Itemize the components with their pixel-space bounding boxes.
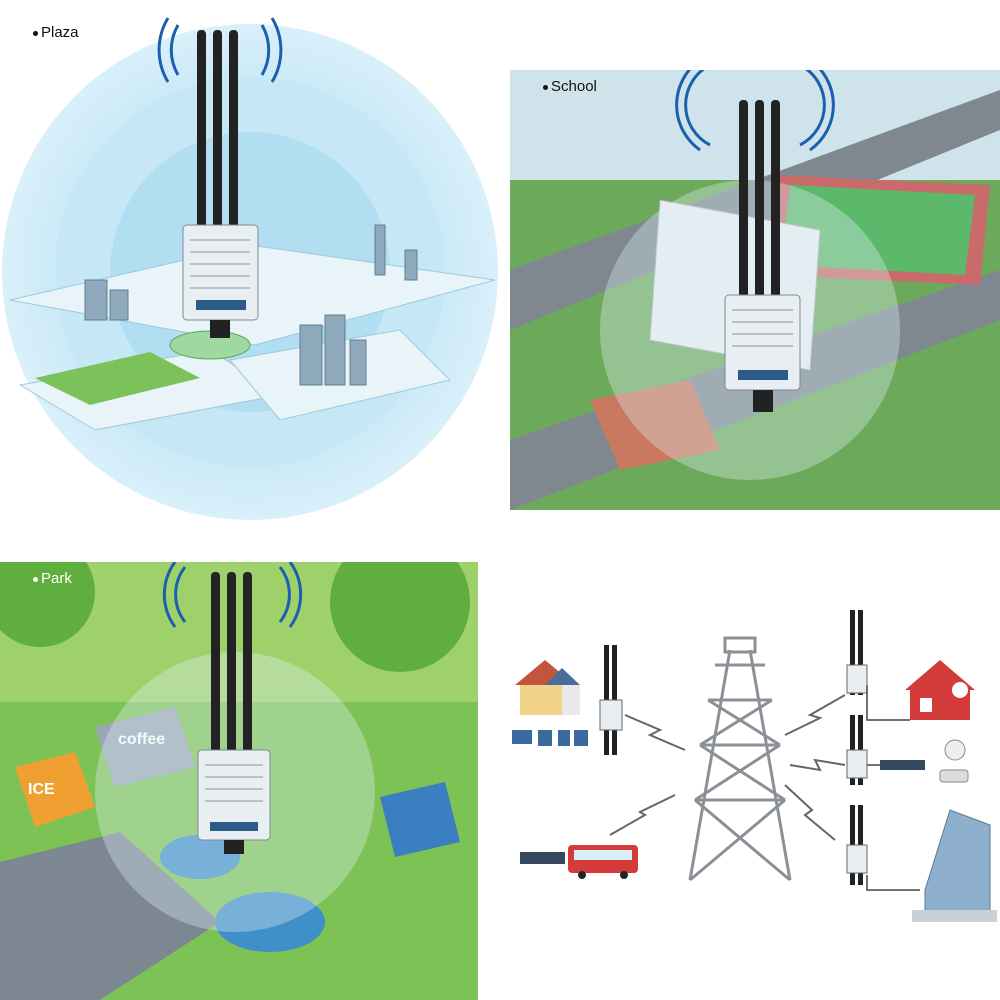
wifi-icon [157,17,283,83]
school-illustration [510,70,1000,510]
ice-kiosk [15,752,95,827]
wifi-icon [675,70,835,152]
buildings [84,224,418,386]
outdoor-access-point-icon [846,805,868,885]
outdoor-access-point-icon [182,30,259,338]
network-switch-icon [520,852,565,864]
office-building-icon [912,809,997,922]
tree [0,562,95,647]
park-label: Park [33,570,72,587]
roof [590,380,720,470]
ice-kiosk [380,782,460,857]
football-field [780,185,975,275]
outdoor-access-point-icon [197,572,271,854]
plaza-illustration [2,17,498,520]
plaza-panel: Plaza [0,0,500,530]
house-icon [905,660,975,720]
school-panel: School [510,70,1000,510]
park-panel: coffee ICE Park [0,562,478,1000]
transmission-tower-icon [688,636,792,882]
ice-sign: ICE [28,781,55,798]
wifi-icon [162,562,303,628]
wireless-links [609,694,846,841]
road [0,832,220,1000]
network-switch-icon [880,760,925,770]
outdoor-access-point-icon [846,715,868,785]
security-camera-icon [939,739,969,783]
outdoor-access-point-icon [599,645,623,755]
outdoor-access-point-icon [724,100,801,412]
network-diagram-panel [500,590,1000,1000]
school-label: School [543,78,597,95]
bus-icon [568,845,638,879]
outdoor-access-point-icon [846,610,868,695]
coffee-shop [95,707,195,787]
pond [160,835,240,879]
cable-lines [866,685,920,891]
lawn [35,352,200,405]
tree [330,562,470,672]
network-diagram [512,610,997,922]
pond [215,892,325,952]
devices-icon [512,730,588,746]
park-illustration: coffee ICE [0,562,478,1000]
plaza-label: Plaza [33,24,79,41]
house-icon [515,660,580,715]
coffee-sign: coffee [118,731,165,748]
